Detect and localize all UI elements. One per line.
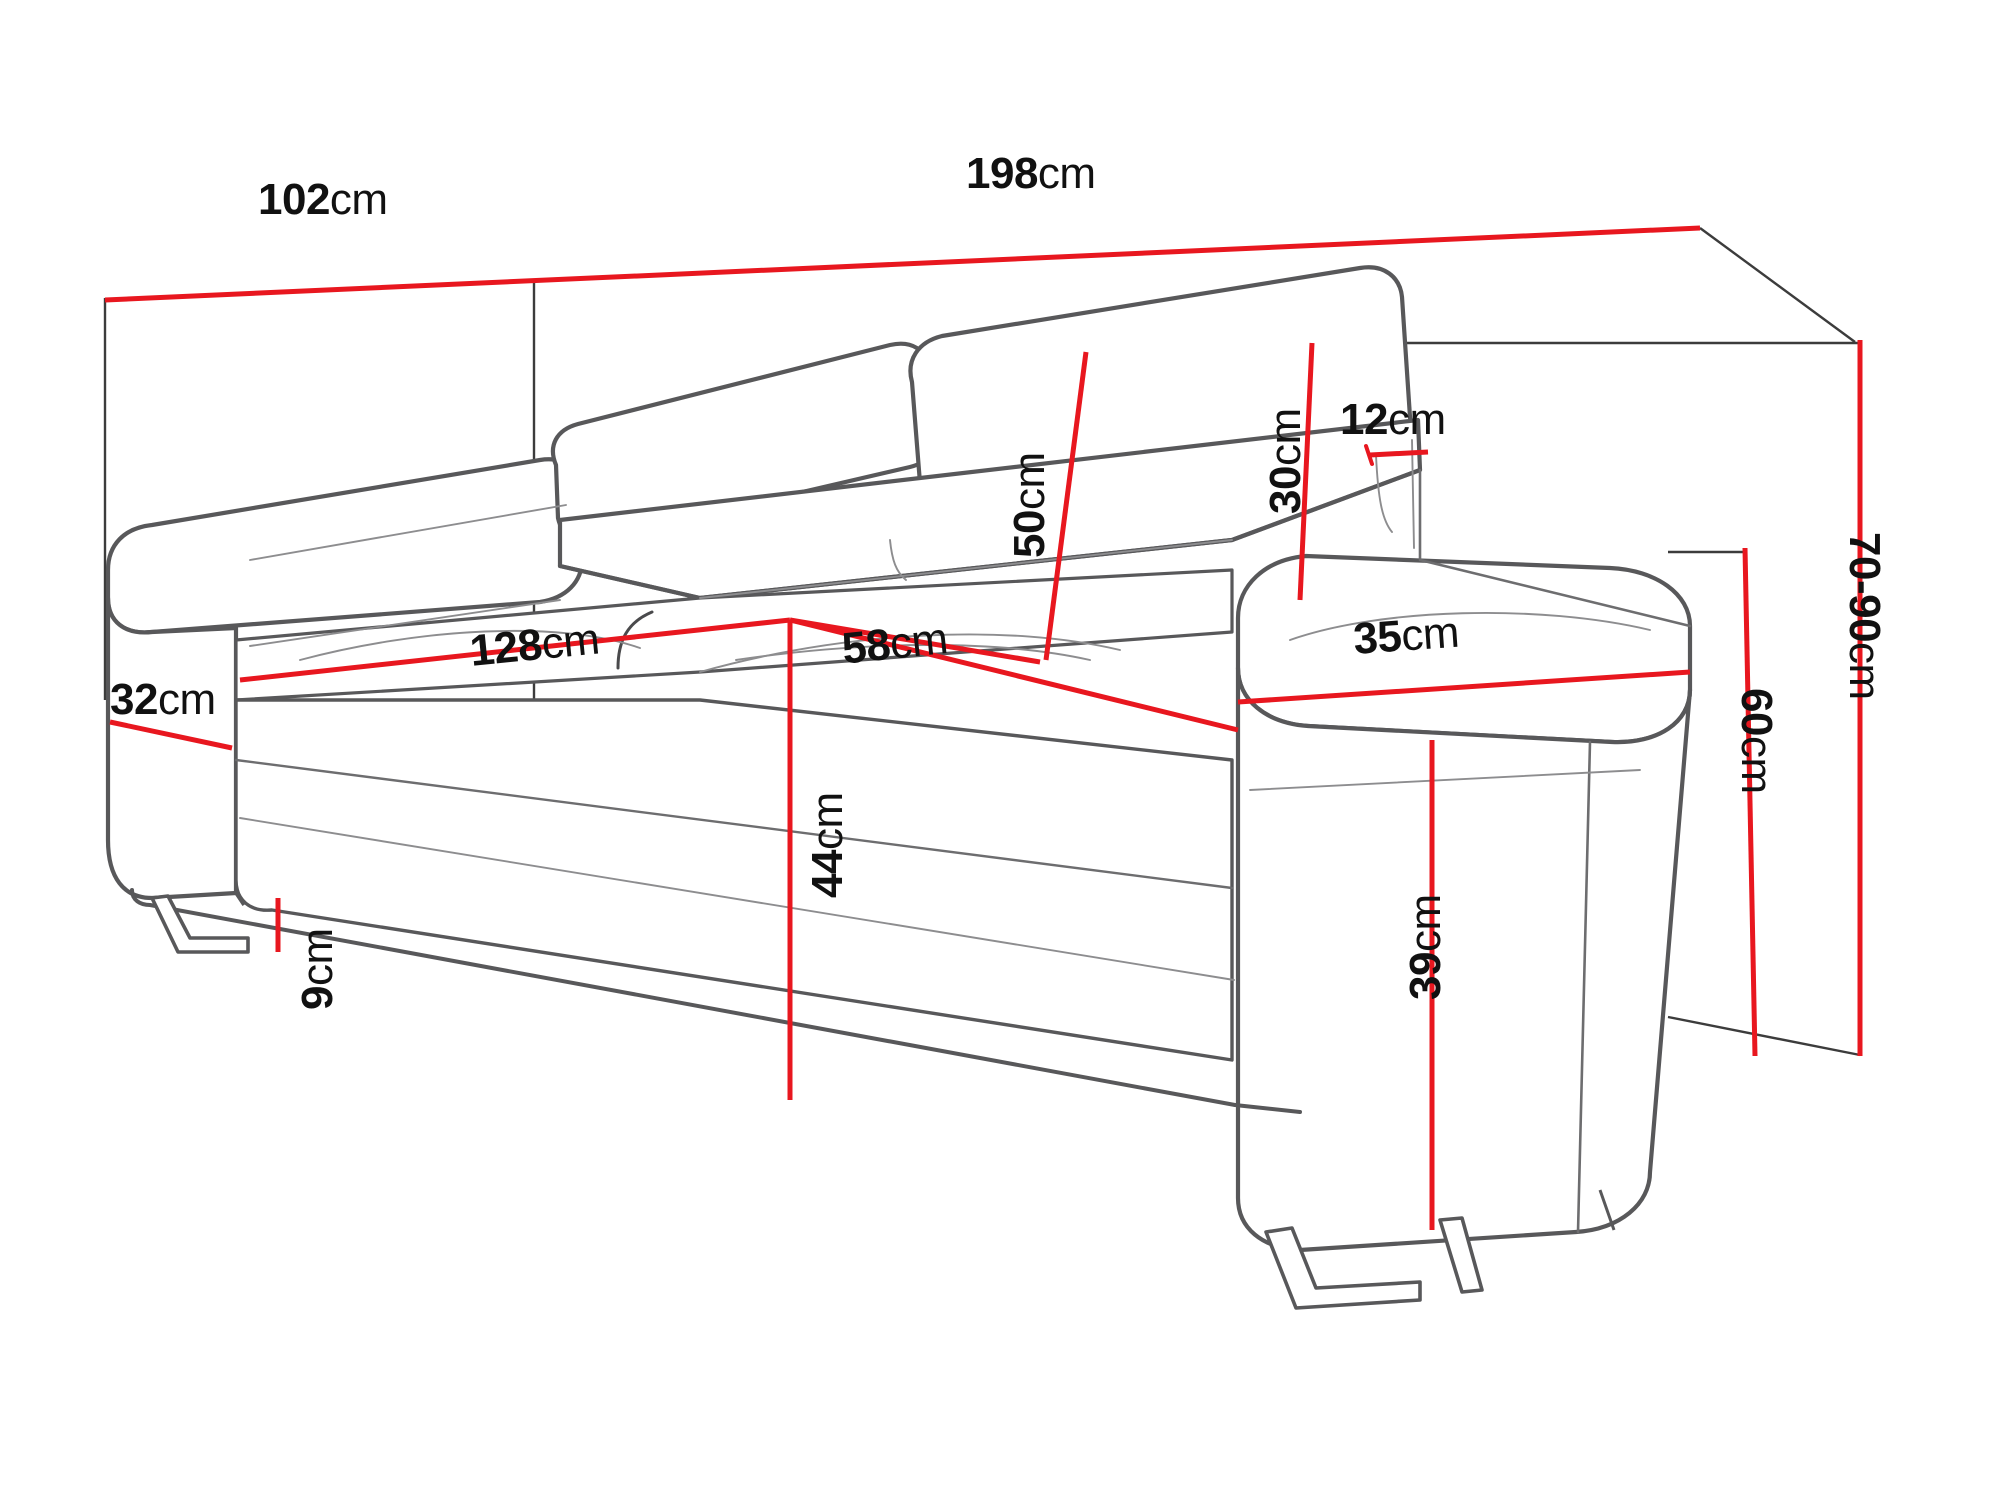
right-armrest-pad: [1235, 553, 1693, 745]
dim-label-armrest-height: 32cm: [110, 675, 216, 724]
dim-label-backrest-height: 50cm: [1005, 452, 1054, 558]
dim-label-width-overall: 198cm: [966, 149, 1096, 198]
dimension-ticks: [1364, 444, 1374, 466]
sofa-front-block: [234, 698, 1234, 1062]
dimension-lines: [104, 225, 1863, 1230]
sofa-outline: [105, 265, 1693, 1253]
dim-line-198: [104, 225, 1701, 303]
dim-line-60: [1742, 547, 1758, 1057]
dim-label-seat-depth: 58cm: [839, 613, 950, 674]
dim-line-128-b: [789, 617, 1239, 733]
dim-line-35: [1237, 669, 1691, 705]
dim-label-armrest-side-height: 39cm: [1401, 894, 1450, 1000]
dim-line-128: [239, 617, 791, 683]
dim-label-headrest-thickness: 12cm: [1340, 395, 1446, 444]
dim-line-30: [1297, 342, 1315, 601]
right-leg-rear: [1438, 1216, 1484, 1294]
dim-line-32: [109, 719, 233, 751]
dim-label-seat-height: 44cm: [803, 792, 852, 898]
right-leg-front: [1264, 1226, 1422, 1310]
dim-label-armrest-width: 35cm: [1351, 607, 1461, 664]
dim-line-58-base: [789, 617, 1041, 665]
left-leg: [150, 894, 250, 954]
dim-line-12: [1369, 449, 1429, 458]
metal-legs: [150, 892, 1616, 1310]
dim-label-depth-overall: 102cm: [258, 175, 388, 224]
left-armrest-side: [105, 595, 239, 901]
dim-line-50: [1043, 351, 1089, 661]
dim-label-back-height-to-seat: 60cm: [1732, 688, 1781, 794]
dim-label-total-height-range: 70-90cm: [1840, 532, 1889, 700]
dim-label-headrest-height: 30cm: [1261, 408, 1310, 514]
dim-label-leg-height: 9cm: [293, 928, 342, 1010]
right-armrest-side: [1235, 665, 1693, 1253]
